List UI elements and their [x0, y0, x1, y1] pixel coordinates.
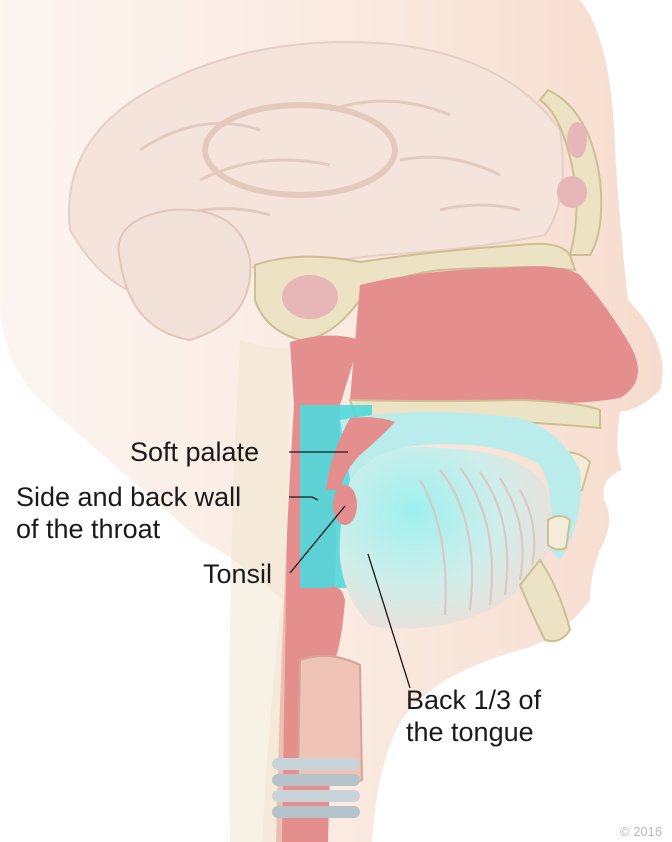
copyright-credit: © 2016: [620, 824, 662, 839]
label-tongue-line2: the tongue: [406, 716, 534, 748]
label-tongue-line1: Back 1/3 of: [406, 684, 541, 716]
label-tonsil: Tonsil: [203, 558, 272, 590]
sphenoid-sinus: [282, 275, 338, 319]
frontal-sinus: [567, 122, 587, 158]
label-throat-line2: of the throat: [16, 513, 160, 545]
label-soft-palate: Soft palate: [130, 436, 259, 468]
lower-teeth: [548, 516, 570, 549]
tonsil-shape: [333, 485, 357, 525]
upper-sinus: [557, 176, 587, 208]
label-throat-line1: Side and back wall: [16, 481, 241, 513]
